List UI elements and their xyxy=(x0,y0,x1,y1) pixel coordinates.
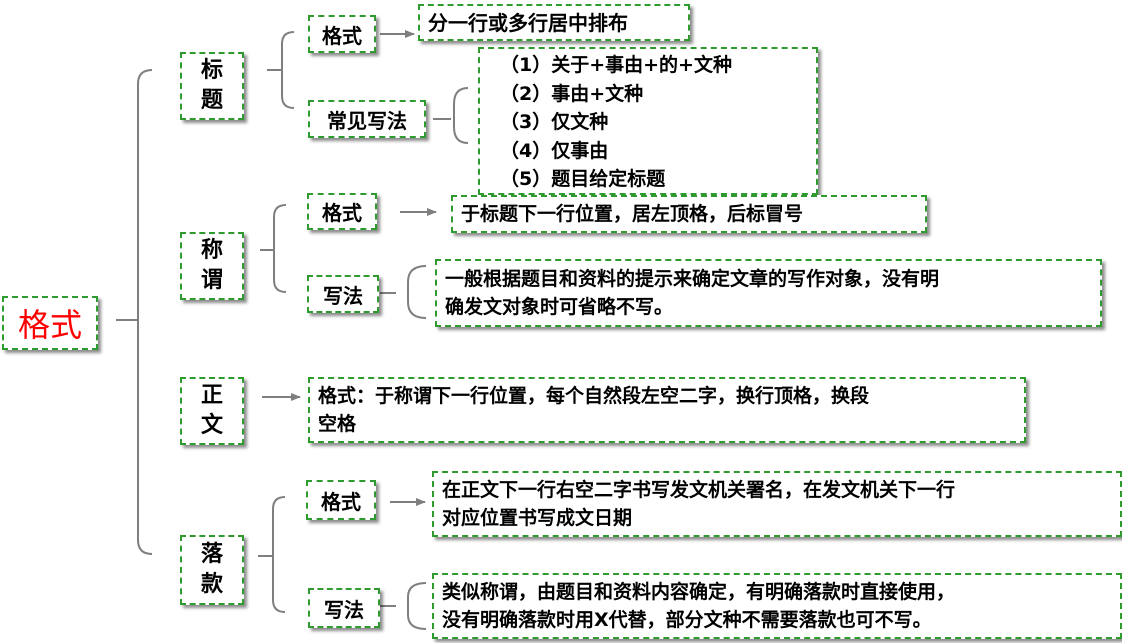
section-char: 文 xyxy=(200,413,223,438)
salutation-brace xyxy=(260,204,287,293)
salutation-method-content: 一般根据题目和资料的提示来确定文章的写作对象，没有明 确发文对象时可省略不写。 xyxy=(435,259,1102,327)
section-salutation-node: 称 谓 xyxy=(180,232,244,300)
title-format-content: 分一行或多行居中排布 xyxy=(418,4,690,41)
list-item: （2）事由+文种 xyxy=(500,82,644,105)
section-char: 正 xyxy=(200,383,223,408)
list-item: （4）仅事由 xyxy=(500,139,609,162)
section-char: 谓 xyxy=(200,268,223,293)
list-item: （1）关于+事由+的+文种 xyxy=(500,54,732,76)
salutation-format-label: 格式 xyxy=(307,193,377,230)
signature-brace xyxy=(258,496,286,613)
salutation-method-brace xyxy=(380,265,427,319)
body-format-content: 格式：于称谓下一行位置，每个自然段左空二字，换行顶格，换段 空格 xyxy=(308,377,1026,443)
root-brace xyxy=(116,69,153,555)
common-forms-brace xyxy=(433,87,469,144)
title-common-forms-list: （1）关于+事由+的+文种 （2）事由+文种 （3）仅文种 （4）仅事由 （5）… xyxy=(478,47,818,195)
signature-format-content: 在正文下一行右空二字书写发文机关署名，在发文机关下一行 对应位置书写成文日期 xyxy=(432,471,1122,537)
section-signature-node: 落 款 xyxy=(180,535,244,605)
title-brace xyxy=(267,31,295,109)
section-char: 题 xyxy=(200,88,223,113)
root-label: 格式 xyxy=(17,306,82,344)
signature-method-label: 写法 xyxy=(308,588,380,628)
salutation-format-content: 于标题下一行位置，居左顶格，后标冒号 xyxy=(451,195,927,233)
section-char: 落 xyxy=(200,542,223,567)
section-title-node: 标 题 xyxy=(180,52,244,120)
section-body-node: 正 文 xyxy=(180,377,244,445)
list-item: （3）仅文种 xyxy=(500,111,609,133)
signature-format-label: 格式 xyxy=(306,480,376,520)
section-char: 标 xyxy=(200,58,223,83)
root-node: 格式 xyxy=(2,296,98,350)
title-common-forms-label: 常见写法 xyxy=(308,100,426,138)
salutation-method-label: 写法 xyxy=(307,275,379,313)
section-char: 称 xyxy=(200,238,223,263)
section-char: 款 xyxy=(200,572,223,597)
signature-method-content: 类似称谓，由题目和资料内容确定，有明确落款时直接使用， 没有明确落款时用X代替，… xyxy=(432,573,1122,639)
list-item: （5）题目给定标题 xyxy=(500,168,666,190)
title-format-label: 格式 xyxy=(308,15,376,53)
signature-method-brace xyxy=(380,582,427,630)
